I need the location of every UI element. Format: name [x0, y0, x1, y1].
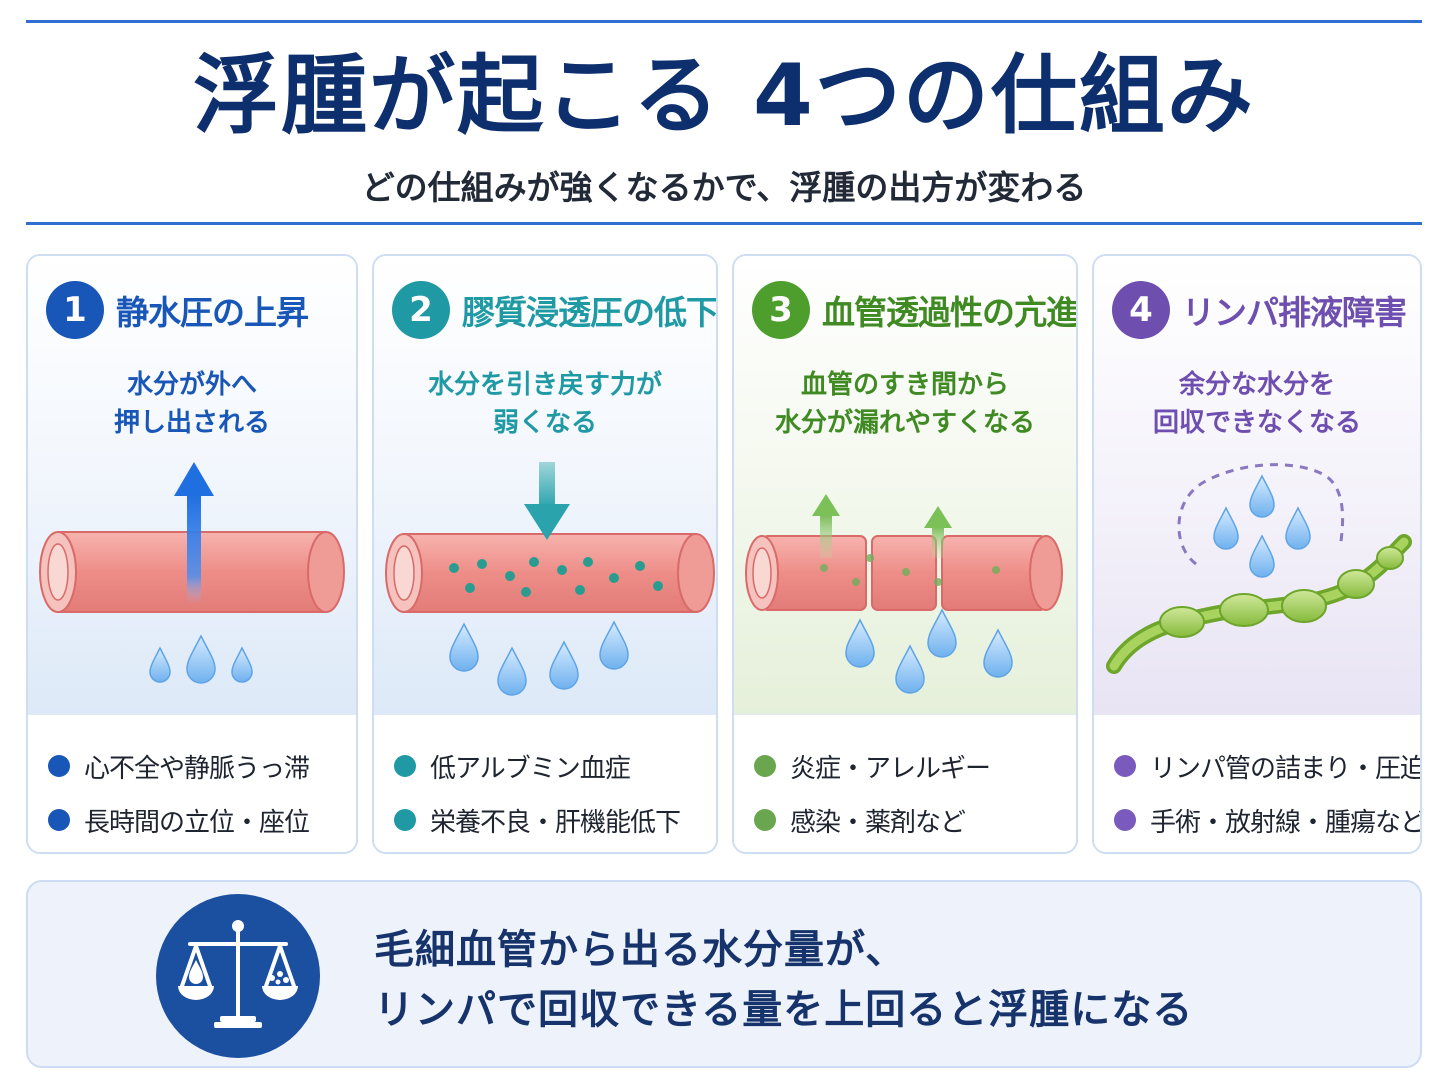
card-description: 水分が外へ 押し出される: [28, 366, 356, 442]
description-line: 血管のすき間から: [800, 370, 1009, 400]
summary-text: 毛細血管から出る水分量が、 リンパで回収できる量を上回ると浮腫になる: [374, 920, 1193, 1040]
list-item-label: 手術・放射線・腫瘍など: [1150, 807, 1422, 838]
mechanism-card-4: 4 リンパ排液障害 余分な水分を 回収できなくなる: [1092, 254, 1422, 854]
card-description: 血管のすき間から 水分が漏れやすくなる: [734, 366, 1076, 442]
up-arrow-icon: [812, 494, 952, 558]
mechanism-card-2: 2 膠質浸透圧の低下 水分を引き戻す力が 弱くなる: [372, 254, 718, 854]
page-title: 浮腫が起こる 4つの仕組み: [193, 46, 1255, 146]
lymph-drainage-illustration: [1106, 463, 1412, 674]
list-item: 栄養不良・肝機能低下: [394, 793, 708, 847]
list-item-label: 栄養不良・肝機能低下: [430, 807, 681, 838]
bullet-dot: [394, 809, 416, 831]
list-item-label: 心不全や静脈うっ滞: [84, 753, 310, 784]
bullet-dot: [754, 809, 776, 831]
bullet-dot: [48, 755, 70, 777]
protein-dot: [449, 557, 663, 597]
water-drop-icon: [449, 620, 629, 696]
card-title: リンパ排液障害: [1182, 293, 1407, 332]
list-item: 炎症・アレルギー: [754, 739, 1068, 793]
down-arrow-icon: [524, 462, 570, 540]
list-item-label: 長時間の立位・座位: [84, 807, 310, 838]
list-item-label: 低アルブミン血症: [430, 753, 631, 784]
card-description: 水分を引き戻す力が 弱くなる: [374, 366, 716, 442]
leak-dot: [820, 554, 1000, 586]
bullet-dot: [394, 755, 416, 777]
vessel-permeability-illustration: [745, 494, 1063, 694]
bullet-dot: [1114, 809, 1136, 831]
card-description: 余分な水分を 回収できなくなる: [1094, 366, 1420, 442]
list-item-label: 感染・薬剤など: [790, 807, 966, 838]
description-line: 水分が漏れやすくなる: [774, 408, 1035, 438]
cause-list: 低アルブミン血症 栄養不良・肝機能低下: [394, 739, 708, 847]
list-item: 感染・薬剤など: [754, 793, 1068, 847]
card-title: 血管透過性の亢進: [822, 293, 1078, 332]
blood-vessel: [745, 535, 1063, 611]
bullet-dot: [48, 809, 70, 831]
card-number-badge: 4: [1112, 281, 1170, 339]
description-line: 水分が外へ: [126, 370, 257, 400]
water-drop-icon: [149, 634, 253, 684]
fluid-pool-outline: [1177, 463, 1345, 566]
lymph-vessel: [1106, 534, 1412, 674]
list-item: 心不全や静脈うっ滞: [48, 739, 348, 793]
list-item: リンパ管の詰まり・圧迫: [1114, 739, 1420, 793]
vessel-pressure-illustration: [39, 462, 345, 684]
bullet-dot: [754, 755, 776, 777]
description-line: 余分な水分を: [1178, 370, 1335, 400]
water-drop-icon: [845, 608, 1013, 694]
header-divider: [26, 222, 1422, 225]
description-line: 弱くなる: [492, 408, 597, 438]
list-item: 手術・放射線・腫瘍など: [1114, 793, 1420, 847]
summary-line: 毛細血管から出る水分量が、: [374, 927, 907, 973]
card-number-badge: 2: [392, 281, 450, 339]
list-item: 低アルブミン血症: [394, 739, 708, 793]
water-drop-icon: [1213, 474, 1311, 578]
card-number-badge: 3: [752, 281, 810, 339]
bullet-dot: [1114, 755, 1136, 777]
description-line: 押し出される: [113, 408, 270, 438]
cause-list: リンパ管の詰まり・圧迫 手術・放射線・腫瘍など: [1114, 739, 1420, 847]
cause-list: 心不全や静脈うっ滞 長時間の立位・座位: [48, 739, 348, 847]
mechanism-card-1: 1 静水圧の上昇 水分が外へ 押し出される: [26, 254, 358, 854]
summary-line: リンパで回収できる量を上回ると浮腫になる: [374, 987, 1194, 1033]
card-title: 膠質浸透圧の低下: [462, 293, 718, 332]
description-line: 水分を引き戻す力が: [427, 370, 662, 400]
list-item: 長時間の立位・座位: [48, 793, 348, 847]
card-title: 静水圧の上昇: [116, 293, 309, 332]
page-subtitle: どの仕組みが強くなるかで、浮腫の出方が変わる: [361, 168, 1087, 207]
summary-panel: 毛細血管から出る水分量が、 リンパで回収できる量を上回ると浮腫になる: [26, 880, 1422, 1068]
balance-scale-icon: [156, 894, 320, 1058]
description-line: 回収できなくなる: [1152, 408, 1361, 438]
top-divider: [26, 20, 1422, 23]
cause-list: 炎症・アレルギー 感染・薬剤など: [754, 739, 1068, 847]
blood-vessel: [385, 533, 715, 613]
list-item-label: リンパ管の詰まり・圧迫: [1150, 753, 1422, 784]
card-number-badge: 1: [46, 281, 104, 339]
mechanism-card-3: 3 血管透過性の亢進 血管のすき間から 水分が漏れやすくなる: [732, 254, 1078, 854]
vessel-oncotic-illustration: [385, 462, 715, 696]
list-item-label: 炎症・アレルギー: [790, 753, 991, 784]
up-arrow-icon: [174, 462, 214, 604]
